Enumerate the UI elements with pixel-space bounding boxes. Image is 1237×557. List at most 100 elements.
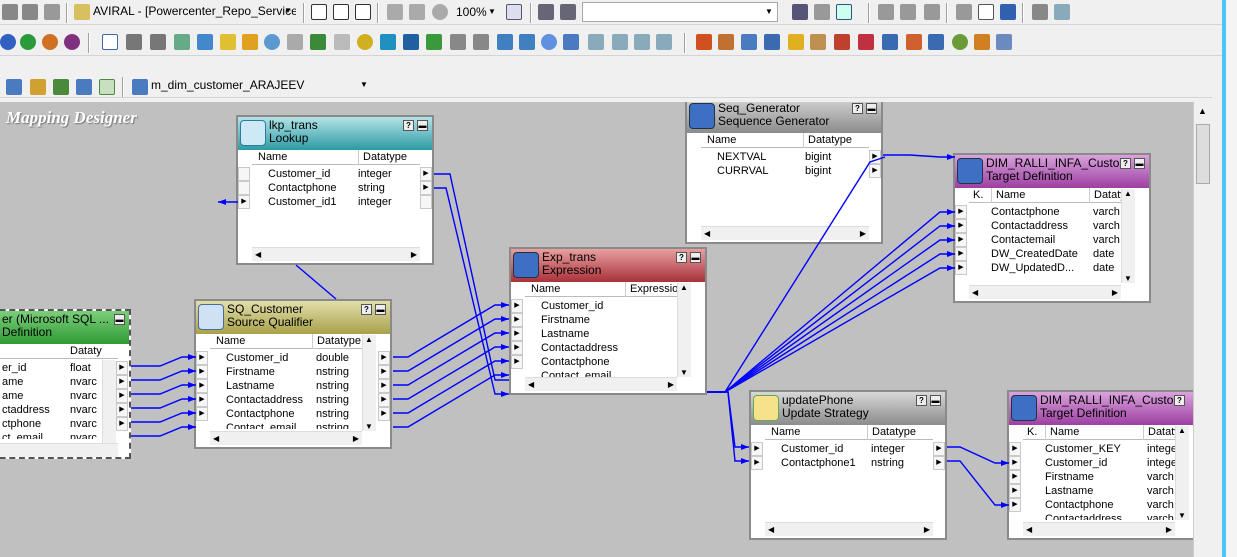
horizontal-scrollbar[interactable]: ◀▶ <box>969 285 1121 299</box>
chevron-down-icon[interactable]: ▼ <box>284 6 292 15</box>
mapping-combo[interactable]: m_dim_customer_ARAJEEV▼ <box>148 76 372 96</box>
zoom-level[interactable]: 100% <box>456 5 487 19</box>
minimize-icon[interactable]: ▬ <box>375 304 386 315</box>
scroll-up-icon[interactable]: ▲ <box>1178 426 1186 435</box>
link[interactable] <box>707 211 955 393</box>
minimize-icon[interactable]: ▬ <box>690 252 701 263</box>
w-icon[interactable] <box>42 34 58 50</box>
link[interactable] <box>707 239 955 393</box>
sequence-generator[interactable]: Seq_Generator Sequence Generator ? ▬ Nam… <box>685 102 883 244</box>
horizontal-scrollbar[interactable] <box>0 443 118 457</box>
grid-tool-icon[interactable] <box>996 34 1012 50</box>
calculator-icon[interactable] <box>538 4 554 20</box>
minimize-icon[interactable]: ▬ <box>114 314 125 325</box>
target-definition-2[interactable]: DIM_RALLI_INFA_Custo... Target Definitio… <box>1007 390 1196 540</box>
port-icon[interactable]: ▶ <box>955 219 967 233</box>
port-icon[interactable]: ▶ <box>420 181 432 195</box>
arrange-iconic-icon[interactable] <box>814 4 830 20</box>
table-row[interactable]: ▶Contactphone <box>511 355 705 369</box>
payload-tool-icon[interactable] <box>334 34 350 50</box>
scroll-up-icon[interactable]: ▲ <box>680 283 688 292</box>
port-icon[interactable]: ▶ <box>378 393 390 407</box>
chevron-down-icon[interactable]: ▼ <box>765 7 773 16</box>
address-tool-icon[interactable] <box>952 34 968 50</box>
port-icon[interactable]: ▶ <box>751 442 763 456</box>
zoom-icon[interactable] <box>432 4 448 20</box>
vertical-scrollbar[interactable] <box>102 360 116 444</box>
transaction-tool-icon[interactable] <box>519 34 535 50</box>
sequence-tool-icon[interactable] <box>426 34 442 50</box>
port-icon[interactable]: ▶ <box>1009 470 1021 484</box>
grid-icon[interactable] <box>76 79 92 95</box>
copy-icon[interactable] <box>900 4 916 20</box>
r-icon[interactable] <box>0 34 16 50</box>
link[interactable] <box>947 460 1009 506</box>
link[interactable] <box>131 370 196 381</box>
arrange-icon[interactable] <box>30 79 46 95</box>
port-icon[interactable]: ▶ <box>378 351 390 365</box>
minimize-icon[interactable]: ▬ <box>417 120 428 131</box>
repository-combo[interactable]: AVIRAL - [Powercenter_Repo_Service]▼ <box>93 4 296 18</box>
scroll-left-icon[interactable]: ◀ <box>972 288 979 297</box>
zoom-area-icon[interactable] <box>409 4 425 20</box>
chevron-down-icon[interactable]: ▼ <box>488 7 496 16</box>
port-icon[interactable]: ▶ <box>420 167 432 181</box>
port-icon[interactable]: ▶ <box>751 456 763 470</box>
port-icon[interactable]: ▶ <box>238 195 250 209</box>
port-icon[interactable]: ▶ <box>196 393 208 407</box>
output-window-icon[interactable] <box>333 4 349 20</box>
expression-transformation[interactable]: Exp_trans Expression ? ▬ Name Expressio … <box>509 247 707 395</box>
link[interactable] <box>131 398 196 409</box>
port-icon[interactable]: ▶ <box>869 164 881 178</box>
rank-tool-icon[interactable] <box>287 34 303 50</box>
lookup-header[interactable]: lkp_trans Lookup ? ▬ <box>238 117 432 150</box>
port-icon[interactable]: ▶ <box>955 233 967 247</box>
scroll-left-icon[interactable]: ◀ <box>1026 525 1033 534</box>
amg-sq-tool-icon[interactable] <box>656 34 672 50</box>
scroll-down-icon[interactable]: ▼ <box>1124 274 1132 283</box>
port-icon[interactable]: ▶ <box>933 442 945 456</box>
source-qualifier[interactable]: SQ_Customer Source Qualifier ? ▬ Name Da… <box>194 299 392 449</box>
port-icon[interactable]: ▶ <box>116 375 128 389</box>
port-icon[interactable]: ▶ <box>196 407 208 421</box>
table-row[interactable]: Contact_email <box>541 370 612 377</box>
save-icon[interactable] <box>22 4 38 20</box>
source-qualifier-tool-icon[interactable] <box>126 34 142 50</box>
print-icon[interactable] <box>1032 4 1048 20</box>
link[interactable] <box>131 384 196 395</box>
table-row[interactable]: ▶Firstname <box>511 313 705 327</box>
help-icon[interactable]: ? <box>916 395 927 406</box>
link[interactable] <box>131 412 196 423</box>
horizontal-scrollbar[interactable]: ◀▶ <box>765 522 933 536</box>
lookup-transformation[interactable]: lkp_trans Lookup ? ▬ Name Datatype Custo… <box>236 115 434 265</box>
minimize-icon[interactable]: ▬ <box>1134 158 1145 169</box>
port-icon[interactable]: ▶ <box>955 247 967 261</box>
print-preview-icon[interactable] <box>1054 4 1070 20</box>
port-icon[interactable]: ▶ <box>1009 498 1021 512</box>
port-icon[interactable]: ▶ <box>511 299 523 313</box>
port-icon[interactable]: ▶ <box>116 403 128 417</box>
minimize-icon[interactable]: ▬ <box>930 395 941 406</box>
help-icon[interactable]: ? <box>361 304 372 315</box>
scroll-up-icon[interactable]: ▲ <box>1124 189 1132 198</box>
scroll-up-icon[interactable]: ▲ <box>365 335 373 344</box>
pan-icon[interactable] <box>387 4 403 20</box>
target1-header[interactable]: DIM_RALLI_INFA_Custo... Target Definitio… <box>955 155 1149 188</box>
port-icon[interactable]: ▶ <box>511 355 523 369</box>
fit-icon[interactable] <box>506 4 522 20</box>
tools-icon[interactable] <box>560 4 576 20</box>
scroll-left-icon[interactable]: ◀ <box>704 229 711 238</box>
